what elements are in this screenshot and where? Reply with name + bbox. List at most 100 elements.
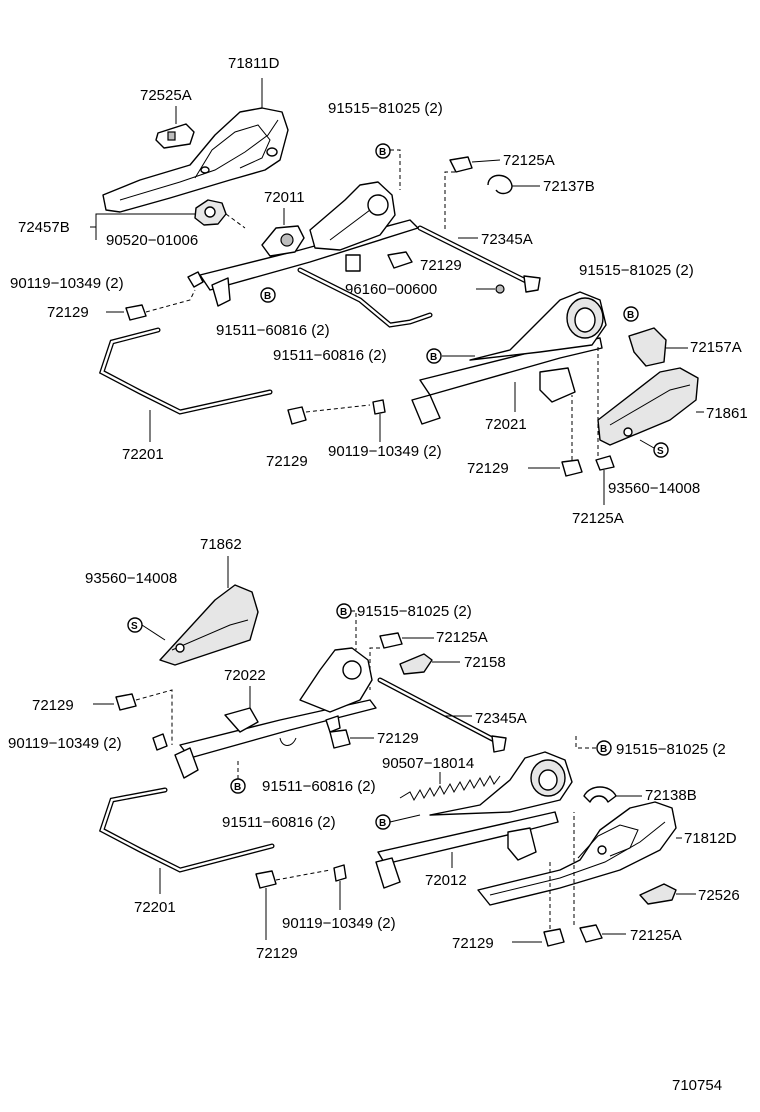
diagram-id: 710754 — [672, 1077, 722, 1094]
label-72011: 72011 — [264, 189, 305, 206]
label-72125A-top: 72125A — [503, 152, 555, 169]
badge-b-label: B — [600, 744, 607, 755]
bolt-90119-lower-bottom-shape — [333, 864, 347, 882]
label-91515-81025-top: 91515−81025 (2) — [328, 100, 443, 117]
ring-72138B-shape — [583, 786, 617, 803]
label-72525A: 72525A — [140, 87, 192, 104]
rail-72021-shape — [411, 291, 607, 425]
rail-lower-left-shape — [174, 647, 377, 779]
label-91515-81025-lower-right: 91515−81025 (2 — [616, 741, 726, 758]
knob-72526-shape — [639, 883, 677, 905]
cover-71861-shape — [597, 367, 699, 446]
label-72129-upper-right: 72129 — [467, 460, 509, 477]
rail-72012-shape — [375, 751, 573, 889]
cover-71812D-shape — [477, 801, 677, 906]
knob-72525A-shape — [155, 123, 195, 149]
bolt-badge-b-91511-mid-icon — [426, 348, 442, 364]
label-91511-60816-lower-mid: 91511−60816 (2) — [222, 814, 336, 831]
clip-72125A-lower-bottom-shape — [579, 924, 603, 943]
badge-b-label: B — [430, 352, 437, 363]
cover-72157A-shape — [628, 327, 667, 367]
washer-96160-shape — [495, 284, 505, 294]
rod-72345A-shape — [417, 225, 541, 293]
label-90507-18014: 90507−18014 — [382, 755, 474, 772]
label-72345A-lower: 72345A — [475, 710, 527, 727]
label-71861: 71861 — [706, 405, 748, 422]
label-90119-10349-lower-left: 90119−10349 (2) — [8, 735, 122, 752]
bolt-badge-b-right-icon — [623, 306, 639, 322]
label-72125A-lower-top: 72125A — [436, 629, 488, 646]
label-72129-lower-mid: 72129 — [377, 730, 419, 747]
bolt-badge-b-91511-left-icon — [260, 287, 276, 303]
label-72021: 72021 — [485, 416, 527, 433]
bolt-90119-upper-bottom-shape — [372, 399, 386, 415]
badge-s-label: S — [131, 621, 138, 632]
bolt-90119-upper-left-shape — [187, 271, 204, 288]
label-72129-lower-right: 72129 — [452, 935, 494, 952]
upper-assembly: 71811D 72525A 91515−81025 (2) B 72125A 7… — [10, 55, 748, 527]
clip-72125A-lower-top-shape — [379, 632, 403, 649]
label-72201-upper: 72201 — [122, 446, 164, 463]
label-91511-60816-upper-mid: 91511−60816 (2) — [273, 347, 387, 364]
label-90119-10349-upper-bottom: 90119−10349 (2) — [328, 443, 442, 460]
label-71811D: 71811D — [228, 55, 280, 72]
spring-90507-shape — [399, 774, 501, 802]
label-93560-14008-lower: 93560−14008 — [85, 570, 177, 587]
clip-72125A-top-shape — [449, 156, 473, 173]
label-72526: 72526 — [698, 887, 740, 904]
rail-upper-left-shape — [199, 181, 419, 307]
label-90119-10349-upper-left: 90119−10349 (2) — [10, 275, 124, 292]
cap-72129-upper-left-shape — [125, 304, 147, 321]
label-72022: 72022 — [224, 667, 266, 684]
label-96160-00600: 96160−00600 — [345, 281, 437, 298]
badge-b-label: B — [379, 818, 386, 829]
label-72129-upper-left: 72129 — [47, 304, 89, 321]
badge-b-label: B — [340, 607, 347, 618]
label-91511-60816-lower-left: 91511−60816 (2) — [262, 778, 376, 795]
label-72129-lower-bottom: 72129 — [256, 945, 298, 962]
label-72129-upper-bottom: 72129 — [266, 453, 308, 470]
badge-b-label: B — [379, 147, 386, 158]
cap-72129-lower-left-shape — [115, 693, 137, 711]
badge-b-label: B — [627, 310, 634, 321]
label-71862: 71862 — [200, 536, 242, 553]
label-93560-14008-upper: 93560−14008 — [608, 480, 700, 497]
screw-badge-s-upper-icon — [653, 442, 669, 458]
bolt-90119-lower-left-shape — [152, 733, 168, 751]
label-90119-10349-lower-bottom: 90119−10349 (2) — [282, 915, 396, 932]
cover-71811D-shape — [102, 107, 289, 213]
cap-72129-upper-right-shape — [561, 459, 583, 477]
label-72345A: 72345A — [481, 231, 533, 248]
cap-72129-lower-right-shape — [543, 928, 565, 947]
clip-72125A-upper-bottom-shape — [595, 455, 615, 471]
label-72137B: 72137B — [543, 178, 595, 195]
label-91515-81025-right: 91515−81025 (2) — [579, 262, 694, 279]
bolt-badge-b-lower-right-icon — [596, 740, 612, 756]
label-72157A: 72157A — [690, 339, 742, 356]
lower-assembly: 71862 93560−14008 S B 91515−81025 (2) 72… — [8, 536, 740, 962]
label-72138B: 72138B — [645, 787, 697, 804]
bolt-badge-b-icon — [375, 143, 391, 159]
badge-b-label: B — [264, 291, 271, 302]
rod-72345A-lower-shape — [377, 677, 507, 753]
ring-72137B-shape — [487, 174, 513, 195]
label-72129-upper-mid: 72129 — [420, 257, 462, 274]
label-91515-81025-lower-top: 91515−81025 (2) — [357, 603, 472, 620]
label-72012: 72012 — [425, 872, 467, 889]
label-91511-60816-upper-left: 91511−60816 (2) — [216, 322, 330, 339]
cap-72129-upper-bottom-shape — [287, 406, 307, 425]
label-72129-lower-left: 72129 — [32, 697, 74, 714]
cover-71862-shape — [159, 584, 259, 666]
label-72201-lower: 72201 — [134, 899, 176, 916]
cap-72129-lower-mid-shape — [329, 729, 351, 749]
label-72457B: 72457B — [18, 219, 70, 236]
badge-b-label: B — [234, 782, 241, 793]
cover-72158-shape — [399, 653, 433, 675]
badge-s-label: S — [657, 446, 664, 457]
bar-72201-upper-shape — [98, 267, 433, 415]
label-71812D: 71812D — [684, 830, 737, 847]
label-90520-01006: 90520−01006 — [106, 232, 198, 249]
label-72125A-lower-bottom: 72125A — [630, 927, 682, 944]
bar-72201-lower-shape — [98, 787, 275, 873]
